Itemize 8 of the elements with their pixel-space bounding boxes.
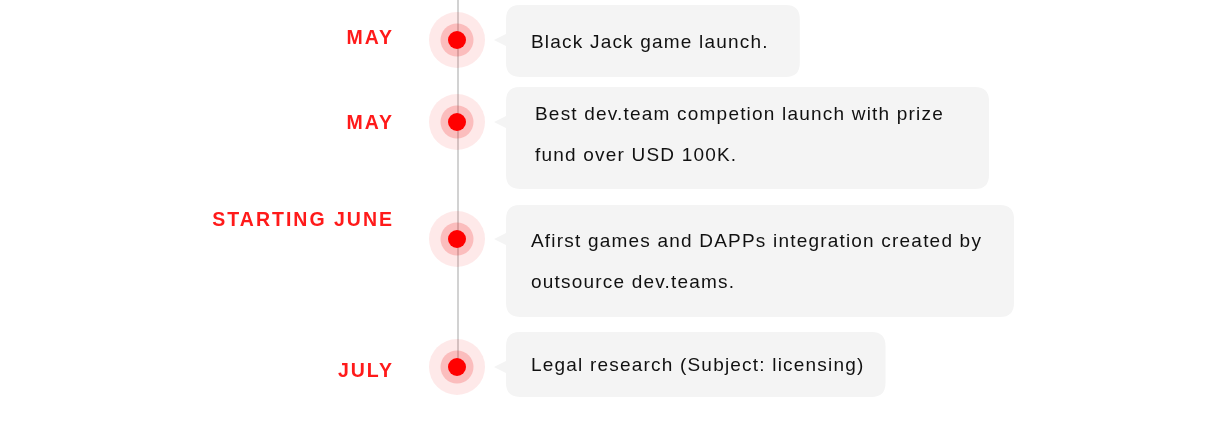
- date-label: STARTING JUNE: [212, 207, 394, 231]
- date-label: JULY: [337, 358, 394, 382]
- event-text: Best dev.team competion launch with prize fund over USD 100K.: [535, 102, 945, 167]
- event-text: Legal research (Subject: licensing): [531, 353, 865, 377]
- date-label: MAY: [346, 110, 394, 134]
- event-text: Afirst games and DAPPs integration created by outsource dev.teams.: [531, 229, 984, 294]
- date-label: MAY: [346, 25, 394, 49]
- event-text: Black Jack game launch.: [531, 29, 769, 54]
